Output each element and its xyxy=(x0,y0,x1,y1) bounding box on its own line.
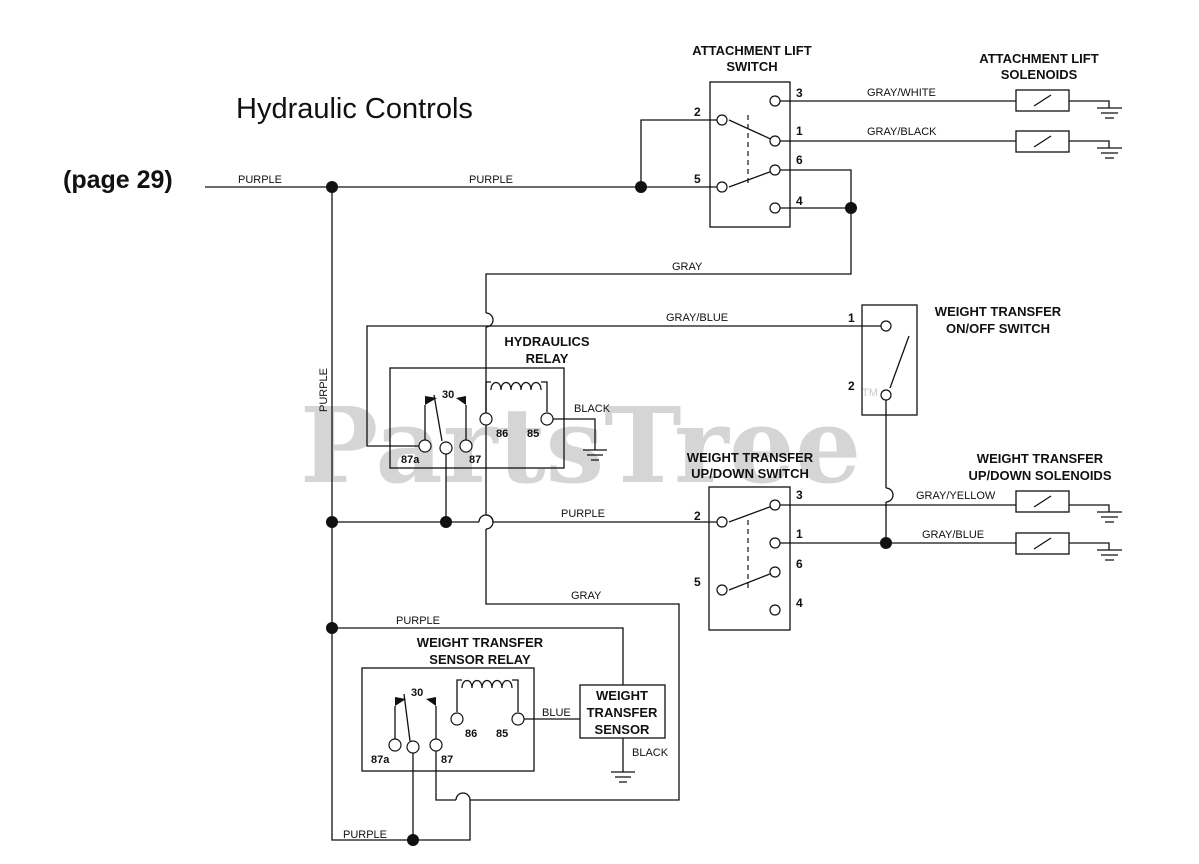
wire-label-purple-main: PURPLE xyxy=(469,174,513,186)
pin-label: 1 xyxy=(796,527,803,541)
attachment-lift-switch: ATTACHMENT LIFT SWITCH 3 2 1 6 5 4 xyxy=(692,43,812,228)
sensor-label-2: TRANSFER xyxy=(587,705,658,720)
junction-dot xyxy=(326,516,338,528)
relay-pin-label: 87 xyxy=(441,754,453,766)
pin-label: 6 xyxy=(796,153,803,167)
weight-transfer-sensor: WEIGHT TRANSFER SENSOR xyxy=(579,684,666,783)
pin-label: 6 xyxy=(796,557,803,571)
pin-label: 1 xyxy=(848,311,855,325)
relay-pin-label: 86 xyxy=(496,428,508,440)
attachment-lift-solenoids: ATTACHMENT LIFT SOLENOIDS xyxy=(979,51,1122,159)
wire-label-black-sensor: BLACK xyxy=(632,747,669,759)
wire-label-purple-input: PURPLE xyxy=(238,174,282,186)
up-down-solenoids-label-2: UP/DOWN SOLENOIDS xyxy=(968,468,1111,483)
pin-label: 1 xyxy=(796,124,803,138)
junction-dot xyxy=(326,622,338,634)
on-off-switch-label-1: WEIGHT TRANSFER xyxy=(935,304,1062,319)
weight-transfer-up-down-solenoids: WEIGHT TRANSFER UP/DOWN SOLENOIDS xyxy=(968,451,1122,561)
wire-label-blue: BLUE xyxy=(542,707,571,719)
wire-label-gray-blue-top: GRAY/BLUE xyxy=(666,312,728,324)
pin-label: 5 xyxy=(694,575,701,589)
wire-label-purple-vertical: PURPLE xyxy=(318,368,330,412)
attachment-lift-solenoids-label-2: SOLENOIDS xyxy=(1001,67,1078,82)
relay-pin-label: 87a xyxy=(371,754,390,766)
attachment-lift-solenoids-label-1: ATTACHMENT LIFT xyxy=(979,51,1098,66)
wire-label-black-hydraulics: BLACK xyxy=(574,403,611,415)
relay-pin-label: 30 xyxy=(411,687,423,699)
diagram-title: Hydraulic Controls xyxy=(236,93,473,125)
wire-label-gray-top: GRAY xyxy=(672,261,703,273)
wire-label-purple-sensor-relay: PURPLE xyxy=(396,615,440,627)
up-down-solenoids-label-1: WEIGHT TRANSFER xyxy=(977,451,1104,466)
hydraulics-relay: HYDRAULICS RELAY 30 86 85 87a 87 xyxy=(389,334,607,469)
hydraulics-relay-label-2: RELAY xyxy=(526,351,569,366)
junction-dot xyxy=(407,834,419,846)
junction-dot xyxy=(880,537,892,549)
weight-transfer-sensor-relay: WEIGHT TRANSFER SENSOR RELAY 30 86 85 87… xyxy=(361,635,544,772)
junction-dot xyxy=(635,181,647,193)
sensor-label-1: WEIGHT xyxy=(596,688,648,703)
weight-transfer-on-off-switch: WEIGHT TRANSFER ON/OFF SWITCH 1 2 xyxy=(848,304,1062,416)
relay-pin-label: 86 xyxy=(465,728,477,740)
wire-label-gray-yellow: GRAY/YELLOW xyxy=(916,490,996,502)
pin-label: 2 xyxy=(848,379,855,393)
sensor-relay-label-2: SENSOR RELAY xyxy=(429,652,531,667)
junction-dot xyxy=(440,516,452,528)
pin-label: 5 xyxy=(694,172,701,186)
hydraulics-relay-label-1: HYDRAULICS xyxy=(504,334,590,349)
relay-pin-label: 87 xyxy=(469,454,481,466)
wires xyxy=(205,100,1016,841)
sensor-label-3: SENSOR xyxy=(595,722,651,737)
relay-pin-label: 87a xyxy=(401,454,420,466)
relay-pin-label: 30 xyxy=(442,389,454,401)
junction-dots xyxy=(326,181,892,846)
pin-label: 4 xyxy=(796,596,803,610)
pin-label: 4 xyxy=(796,194,803,208)
relay-pin-label: 85 xyxy=(527,428,539,440)
up-down-switch-label-1: WEIGHT TRANSFER xyxy=(687,450,814,465)
wire-label-purple-mid: PURPLE xyxy=(561,508,605,520)
pin-label: 3 xyxy=(796,488,803,502)
junction-dot xyxy=(326,181,338,193)
on-off-switch-label-2: ON/OFF SWITCH xyxy=(946,321,1050,336)
wire-label-purple-bottom: PURPLE xyxy=(343,829,387,841)
pin-label: 2 xyxy=(694,509,701,523)
wire-label-gray-bottom: GRAY xyxy=(571,590,602,602)
attachment-lift-switch-label-2: SWITCH xyxy=(726,59,777,74)
relay-pin-label: 85 xyxy=(496,728,508,740)
watermark-tm: TM xyxy=(862,387,878,399)
pin-label: 2 xyxy=(694,105,701,119)
wire-label-gray-blue-lower: GRAY/BLUE xyxy=(922,529,984,541)
wire-label-gray-black: GRAY/BLACK xyxy=(867,126,937,138)
pin-label: 3 xyxy=(796,86,803,100)
page-reference: (page 29) xyxy=(63,166,173,194)
attachment-lift-switch-label-1: ATTACHMENT LIFT xyxy=(692,43,811,58)
weight-transfer-up-down-switch: WEIGHT TRANSFER UP/DOWN SWITCH 3 2 1 6 5… xyxy=(687,450,814,631)
up-down-switch-label-2: UP/DOWN SWITCH xyxy=(691,466,809,481)
sensor-relay-label-1: WEIGHT TRANSFER xyxy=(417,635,544,650)
wire-label-gray-white: GRAY/WHITE xyxy=(867,87,936,99)
junction-dot xyxy=(845,202,857,214)
